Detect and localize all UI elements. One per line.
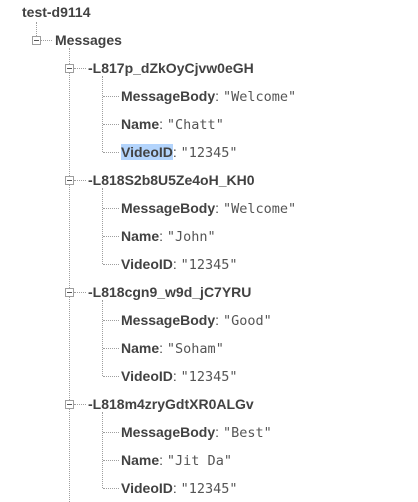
tree-connector bbox=[103, 320, 119, 321]
tree-connector bbox=[74, 292, 86, 293]
field-separator: : bbox=[215, 312, 223, 328]
tree-connector bbox=[74, 180, 86, 181]
field-row[interactable]: Name: "Soham" bbox=[121, 340, 224, 357]
field-key[interactable]: VideoID bbox=[121, 144, 173, 160]
tree-connector bbox=[103, 264, 119, 265]
field-key[interactable]: VideoID bbox=[121, 368, 173, 384]
field-row[interactable]: Name: "John" bbox=[121, 228, 216, 245]
message-collapse-toggle[interactable] bbox=[65, 288, 74, 297]
field-row[interactable]: MessageBody: "Welcome" bbox=[121, 88, 296, 105]
tree-connector bbox=[41, 40, 52, 41]
field-key[interactable]: MessageBody bbox=[121, 88, 216, 104]
field-value[interactable]: "Welcome" bbox=[222, 89, 297, 105]
field-row[interactable]: VideoID: "12345" bbox=[121, 256, 238, 273]
message-children-connector bbox=[102, 188, 103, 264]
messages-collapse-toggle[interactable] bbox=[32, 36, 41, 45]
tree-connector bbox=[103, 432, 119, 433]
field-value[interactable]: "John" bbox=[166, 229, 216, 245]
message-children-connector bbox=[102, 76, 103, 152]
field-separator: : bbox=[159, 228, 167, 244]
tree-connector bbox=[103, 460, 119, 461]
field-separator: : bbox=[215, 424, 223, 440]
message-id-label[interactable]: -L818S2b8U5Ze4oH_KH0 bbox=[88, 172, 255, 188]
field-separator: : bbox=[172, 256, 181, 272]
tree-connector bbox=[103, 488, 119, 489]
field-value[interactable]: "Chatt" bbox=[166, 117, 224, 133]
messages-node-label[interactable]: Messages bbox=[55, 32, 122, 48]
field-key[interactable]: MessageBody bbox=[121, 200, 216, 216]
field-separator: : bbox=[172, 144, 181, 160]
field-row[interactable]: MessageBody: "Best" bbox=[121, 424, 272, 441]
field-row[interactable]: VideoID: "12345" bbox=[121, 368, 238, 385]
tree-connector bbox=[103, 348, 119, 349]
tree-connector bbox=[103, 152, 119, 153]
field-key[interactable]: VideoID bbox=[121, 256, 173, 272]
field-separator: : bbox=[159, 116, 167, 132]
field-key[interactable]: MessageBody bbox=[121, 424, 216, 440]
field-separator: : bbox=[172, 480, 181, 496]
message-collapse-toggle[interactable] bbox=[65, 400, 74, 409]
field-key[interactable]: VideoID bbox=[121, 480, 173, 496]
field-value[interactable]: "Good" bbox=[222, 313, 272, 329]
message-id-label[interactable]: -L817p_dZkOyCjvw0eGH bbox=[88, 60, 254, 76]
tree-connector bbox=[36, 22, 37, 36]
tree-connector bbox=[74, 404, 86, 405]
field-key[interactable]: Name bbox=[121, 340, 160, 356]
messages-children-connector bbox=[69, 48, 70, 502]
field-row[interactable]: MessageBody: "Welcome" bbox=[121, 200, 296, 217]
field-value[interactable]: "Welcome" bbox=[222, 201, 297, 217]
tree-connector bbox=[103, 236, 119, 237]
field-separator: : bbox=[172, 368, 181, 384]
field-value[interactable]: "Best" bbox=[222, 425, 272, 441]
field-key[interactable]: Name bbox=[121, 116, 160, 132]
tree-connector bbox=[103, 96, 119, 97]
message-children-connector bbox=[102, 300, 103, 376]
field-value[interactable]: "12345" bbox=[180, 145, 238, 161]
message-id-label[interactable]: -L818m4zryGdtXR0ALGv bbox=[88, 396, 254, 412]
field-value[interactable]: "12345" bbox=[180, 257, 238, 273]
field-row[interactable]: MessageBody: "Good" bbox=[121, 312, 272, 329]
message-id-label[interactable]: -L818cgn9_w9d_jC7YRU bbox=[88, 284, 252, 300]
field-value[interactable]: "12345" bbox=[180, 481, 238, 497]
field-separator: : bbox=[215, 88, 223, 104]
message-collapse-toggle[interactable] bbox=[65, 64, 74, 73]
root-node-label[interactable]: test-d9114 bbox=[22, 4, 91, 20]
tree-connector bbox=[103, 124, 119, 125]
message-collapse-toggle[interactable] bbox=[65, 176, 74, 185]
field-row[interactable]: VideoID: "12345" bbox=[121, 480, 238, 497]
field-separator: : bbox=[159, 452, 167, 468]
field-row[interactable]: Name: "Chatt" bbox=[121, 116, 224, 133]
tree-connector bbox=[74, 68, 86, 69]
tree-connector bbox=[103, 376, 119, 377]
field-value[interactable]: "Jit Da" bbox=[166, 453, 232, 469]
message-children-connector bbox=[102, 412, 103, 488]
field-key[interactable]: Name bbox=[121, 452, 160, 468]
field-key[interactable]: Name bbox=[121, 228, 160, 244]
field-row[interactable]: Name: "Jit Da" bbox=[121, 452, 232, 469]
field-separator: : bbox=[215, 200, 223, 216]
field-value[interactable]: "Soham" bbox=[166, 341, 224, 357]
field-value[interactable]: "12345" bbox=[180, 369, 238, 385]
field-separator: : bbox=[159, 340, 167, 356]
field-key[interactable]: MessageBody bbox=[121, 312, 216, 328]
field-row[interactable]: VideoID: "12345" bbox=[121, 144, 238, 161]
tree-connector bbox=[103, 208, 119, 209]
